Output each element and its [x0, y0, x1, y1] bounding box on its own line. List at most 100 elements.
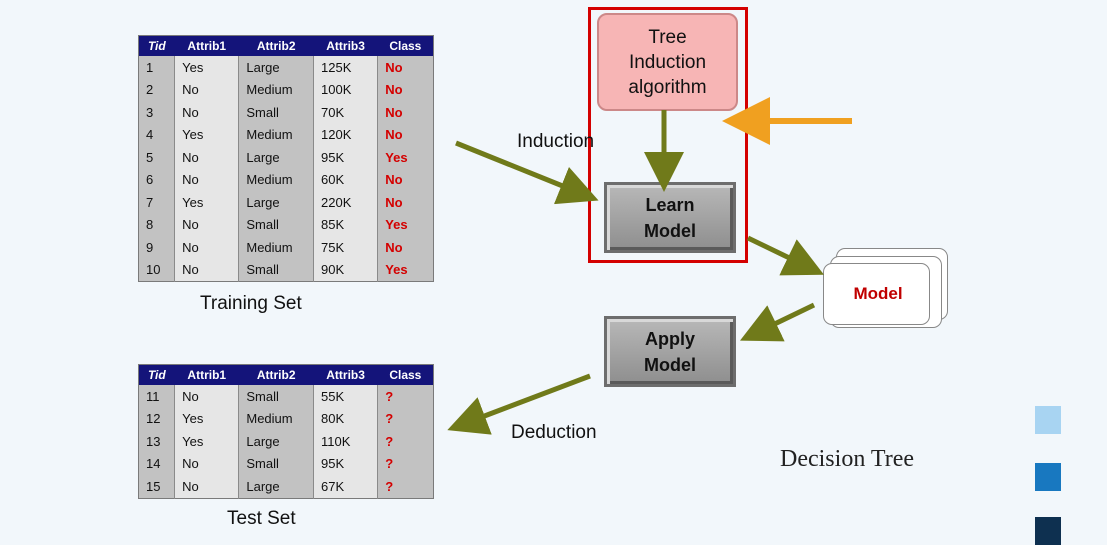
cell-tid: 10 [138, 258, 176, 282]
cell-class: No [377, 168, 434, 191]
cell-tid: 5 [138, 146, 176, 169]
cell-attrib3: 100K [313, 78, 379, 101]
column-header-attrib2: Attrib2 [238, 364, 314, 385]
cell-attrib3: 220K [313, 191, 379, 214]
diagram-title: Decision Tree [780, 446, 914, 472]
cell-tid: 12 [138, 407, 176, 430]
cell-class: ? [377, 385, 434, 408]
cell-attrib3: 110K [313, 430, 379, 453]
cell-attrib2: Large [238, 191, 314, 214]
cell-attrib3: 125K [313, 56, 379, 79]
cell-attrib1: No [174, 258, 240, 282]
cell-attrib1: Yes [174, 191, 240, 214]
cell-attrib2: Large [238, 56, 314, 79]
cell-tid: 13 [138, 430, 176, 453]
arrow-model-to-apply [739, 302, 816, 342]
cell-attrib3: 60K [313, 168, 379, 191]
cell-attrib3: 67K [313, 475, 379, 498]
training-set-caption: Training Set [200, 293, 302, 314]
cell-attrib3: 95K [313, 452, 379, 475]
cell-attrib2: Large [238, 475, 314, 498]
cell-attrib2: Medium [238, 168, 314, 191]
cell-tid: 4 [138, 123, 176, 146]
column-header-class: Class [377, 364, 434, 385]
cell-attrib1: Yes [174, 123, 240, 146]
cell-attrib1: No [174, 168, 240, 191]
cell-tid: 9 [138, 236, 176, 259]
cell-attrib2: Large [238, 146, 314, 169]
cell-attrib3: 70K [313, 101, 379, 124]
cell-attrib1: No [174, 452, 240, 475]
test-set-caption: Test Set [227, 508, 296, 529]
cell-attrib1: No [174, 101, 240, 124]
side-square-mid [1035, 463, 1061, 491]
cell-attrib2: Small [238, 385, 314, 408]
side-square-light [1035, 406, 1061, 434]
cell-attrib1: No [174, 213, 240, 236]
arrow-apply-to-test [447, 373, 591, 435]
cell-attrib1: No [174, 385, 240, 408]
cell-attrib3: 80K [313, 407, 379, 430]
cell-tid: 8 [138, 213, 176, 236]
cell-class: No [377, 236, 434, 259]
cell-attrib3: 95K [313, 146, 379, 169]
cell-attrib2: Small [238, 101, 314, 124]
apply-model-node: Apply Model [604, 316, 736, 387]
cell-attrib2: Medium [238, 78, 314, 101]
column-header-attrib1: Attrib1 [174, 35, 239, 56]
cell-attrib3: 120K [313, 123, 379, 146]
column-header-tid: Tid [138, 35, 175, 56]
cell-attrib1: No [174, 78, 240, 101]
column-header-class: Class [377, 35, 434, 56]
cell-tid: 3 [138, 101, 176, 124]
induction-label: Induction [517, 131, 595, 152]
column-header-attrib3: Attrib3 [313, 35, 378, 56]
cell-attrib2: Small [238, 213, 314, 236]
cell-attrib1: No [174, 146, 240, 169]
cell-class: Yes [377, 146, 434, 169]
column-header-attrib2: Attrib2 [238, 35, 314, 56]
arrow-training-to-learn [455, 140, 599, 205]
cell-tid: 11 [138, 385, 176, 408]
cell-class: ? [377, 452, 434, 475]
cell-tid: 2 [138, 78, 176, 101]
cell-attrib1: Yes [174, 407, 240, 430]
cell-class: No [377, 123, 434, 146]
cell-tid: 7 [138, 191, 176, 214]
model-card-front [823, 263, 930, 325]
column-header-tid: Tid [138, 364, 175, 385]
column-header-attrib3: Attrib3 [313, 364, 378, 385]
cell-attrib1: Yes [174, 56, 240, 79]
column-header-attrib1: Attrib1 [174, 364, 239, 385]
cell-attrib2: Small [238, 452, 314, 475]
cell-attrib2: Large [238, 430, 314, 453]
cell-tid: 1 [138, 56, 176, 79]
cell-class: No [377, 56, 434, 79]
deduction-label: Deduction [511, 422, 597, 443]
arrow-learn-to-model [746, 235, 825, 276]
cell-attrib2: Medium [238, 123, 314, 146]
cell-attrib2: Medium [238, 407, 314, 430]
cell-class: Yes [377, 213, 434, 236]
cell-attrib3: 85K [313, 213, 379, 236]
cell-class: No [377, 101, 434, 124]
cell-attrib1: Yes [174, 430, 240, 453]
cell-class: Yes [377, 258, 434, 282]
cell-attrib1: No [174, 475, 240, 498]
cell-tid: 14 [138, 452, 176, 475]
cell-class: ? [377, 430, 434, 453]
cell-attrib1: No [174, 236, 240, 259]
cell-attrib3: 55K [313, 385, 379, 408]
cell-class: ? [377, 407, 434, 430]
